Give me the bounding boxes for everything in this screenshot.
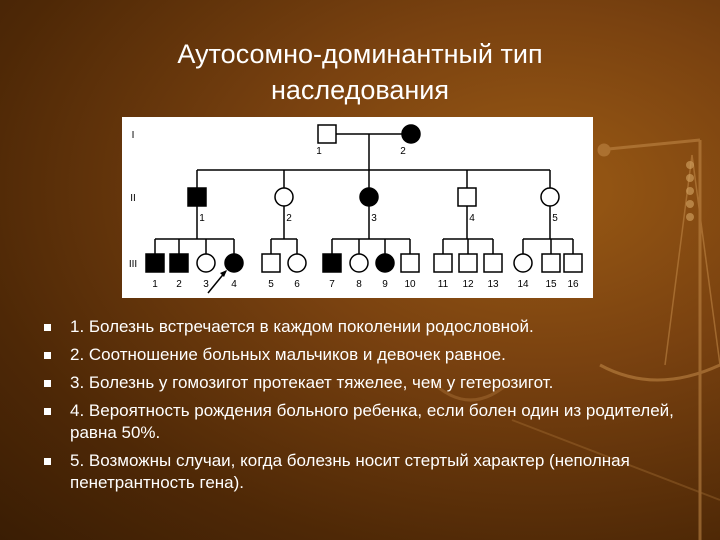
unaffected-female-symbol bbox=[274, 187, 294, 207]
affected-male-symbol bbox=[169, 253, 189, 273]
individual-number: 1 bbox=[316, 146, 322, 157]
affected-female-symbol bbox=[224, 253, 244, 273]
affected-female-symbol bbox=[375, 253, 395, 273]
proband-arrow-icon bbox=[220, 270, 227, 277]
individual-number: 7 bbox=[329, 279, 335, 290]
individual-number: 5 bbox=[552, 213, 558, 224]
title-line-2: наследования bbox=[270, 75, 450, 105]
affected-female-symbol bbox=[359, 187, 379, 207]
individual-number: 2 bbox=[286, 213, 292, 224]
unaffected-male-symbol bbox=[261, 253, 281, 273]
individual-number: 15 bbox=[545, 279, 557, 290]
generation-label: III bbox=[129, 259, 137, 270]
individual-number: 10 bbox=[404, 279, 416, 290]
unaffected-female-symbol bbox=[540, 187, 560, 207]
affected-male-symbol bbox=[145, 253, 165, 273]
individual-number: 8 bbox=[356, 279, 362, 290]
unaffected-male-symbol bbox=[541, 253, 561, 273]
bullet-square-icon bbox=[44, 352, 51, 359]
individual-number: 6 bbox=[294, 279, 300, 290]
individual-number: 3 bbox=[371, 213, 377, 224]
individual-number: 13 bbox=[487, 279, 499, 290]
individual-number: 2 bbox=[176, 279, 182, 290]
bullet-text: 4. Вероятность рождения больного ребенка… bbox=[70, 401, 674, 442]
bullet-text: 5. Возможны случаи, когда болезнь носит … bbox=[70, 451, 630, 492]
individual-number: 11 bbox=[438, 279, 449, 290]
generation-label: II bbox=[130, 193, 136, 204]
unaffected-female-symbol bbox=[287, 253, 307, 273]
bullet-square-icon bbox=[44, 458, 51, 465]
generation-label: I bbox=[132, 130, 135, 141]
bullet-square-icon bbox=[44, 324, 51, 331]
individual-number: 14 bbox=[517, 279, 529, 290]
individual-number: 9 bbox=[382, 279, 388, 290]
bullet-text: 3. Болезнь у гомозигот протекает тяжелее… bbox=[70, 373, 554, 392]
list-item: 5. Возможны случаи, когда болезнь носит … bbox=[40, 450, 680, 494]
list-item: 3. Болезнь у гомозигот протекает тяжелее… bbox=[40, 372, 680, 394]
unaffected-male-symbol bbox=[317, 124, 337, 144]
list-item: 1. Болезнь встречается в каждом поколени… bbox=[40, 316, 680, 338]
list-item: 4. Вероятность рождения больного ребенка… bbox=[40, 400, 680, 444]
individual-number: 5 bbox=[268, 279, 274, 290]
unaffected-male-symbol bbox=[483, 253, 503, 273]
individual-number: 16 bbox=[567, 279, 579, 290]
unaffected-female-symbol bbox=[513, 253, 533, 273]
list-item: 2. Соотношение больных мальчиков и девоч… bbox=[40, 344, 680, 366]
bullet-text: 1. Болезнь встречается в каждом поколени… bbox=[70, 317, 534, 336]
unaffected-male-symbol bbox=[458, 253, 478, 273]
title-line-1: Аутосомно-доминантный тип bbox=[177, 39, 543, 69]
individual-number: 3 bbox=[203, 279, 209, 290]
affected-female-symbol bbox=[401, 124, 421, 144]
affected-male-symbol bbox=[322, 253, 342, 273]
individual-number: 2 bbox=[400, 146, 406, 157]
individual-number: 4 bbox=[469, 213, 475, 224]
bullet-square-icon bbox=[44, 380, 51, 387]
unaffected-male-symbol bbox=[457, 187, 477, 207]
bullet-square-icon bbox=[44, 408, 51, 415]
individual-number: 12 bbox=[462, 279, 474, 290]
bullet-text: 2. Соотношение больных мальчиков и девоч… bbox=[70, 345, 506, 364]
unaffected-male-symbol bbox=[433, 253, 453, 273]
unaffected-female-symbol bbox=[349, 253, 369, 273]
individual-number: 1 bbox=[199, 213, 205, 224]
affected-male-symbol bbox=[187, 187, 207, 207]
individual-number: 1 bbox=[152, 279, 158, 290]
unaffected-male-symbol bbox=[563, 253, 583, 273]
bullet-list: 1. Болезнь встречается в каждом поколени… bbox=[40, 316, 680, 500]
individual-number: 4 bbox=[231, 279, 237, 290]
slide-title: Аутосомно-доминантный тип наследования bbox=[90, 36, 630, 108]
unaffected-male-symbol bbox=[400, 253, 420, 273]
unaffected-female-symbol bbox=[196, 253, 216, 273]
